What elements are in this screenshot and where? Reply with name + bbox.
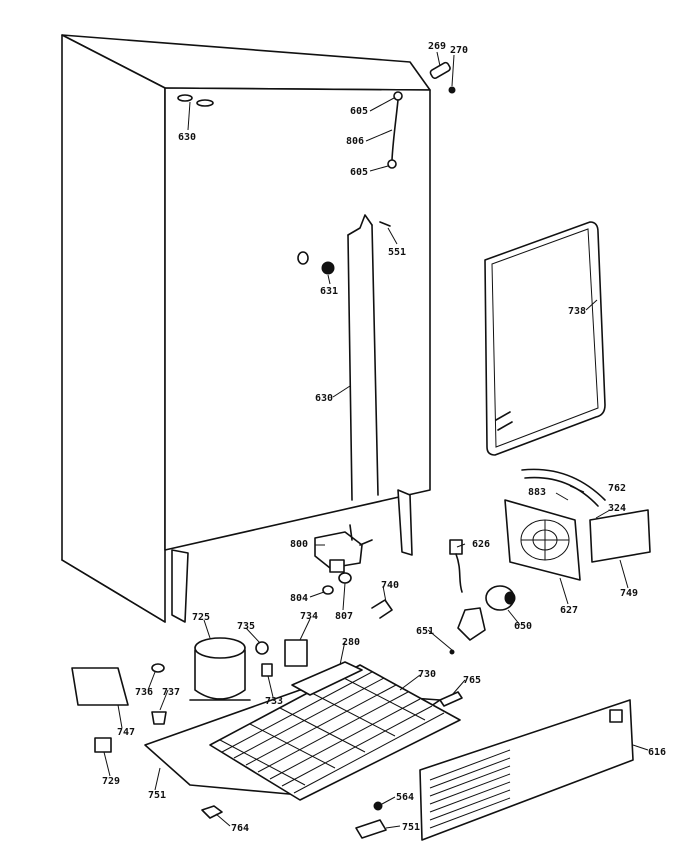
label-804: 804 [290, 593, 308, 604]
label-616: 616 [648, 747, 666, 758]
fan-shroud-627 [504, 499, 581, 581]
label-605-top: 605 [350, 106, 368, 117]
fan-blade-651 [449, 607, 486, 655]
label-650: 650 [514, 621, 532, 632]
screw-564 [373, 801, 383, 811]
label-736: 736 [135, 687, 153, 698]
label-626: 626 [472, 539, 490, 550]
leader-lines [103, 51, 649, 829]
label-734: 734 [300, 611, 318, 622]
label-551: 551 [388, 247, 406, 258]
label-883: 883 [528, 487, 546, 498]
bracket-765 [439, 691, 463, 707]
label-725: 725 [192, 612, 210, 623]
clamp-269-270 [429, 61, 456, 94]
capacitor-729 [94, 737, 112, 753]
label-729: 729 [102, 776, 120, 787]
label-751-left: 751 [148, 790, 166, 801]
bracket-280 [291, 661, 363, 696]
label-630-mid: 630 [315, 393, 333, 404]
relay-parts-735-733 [255, 641, 273, 677]
label-564: 564 [396, 792, 414, 803]
cabinet [61, 34, 431, 623]
label-765: 765 [463, 675, 481, 686]
label-749: 749 [620, 588, 638, 599]
grille-616 [419, 699, 634, 841]
label-800: 800 [290, 539, 308, 550]
label-630-top: 630 [178, 132, 196, 143]
label-735: 735 [237, 621, 255, 632]
tubing-806 [387, 91, 403, 169]
label-737: 737 [162, 687, 180, 698]
label-270: 270 [450, 45, 468, 56]
label-627: 627 [560, 605, 578, 616]
label-651: 651 [416, 626, 434, 637]
cover-749 [589, 509, 651, 563]
label-324: 324 [608, 503, 626, 514]
label-747: 747 [117, 727, 135, 738]
cord-626 [449, 539, 463, 593]
label-740: 740 [381, 580, 399, 591]
part-labels: 269 270 605 806 605 630 551 631 738 630 … [102, 41, 666, 834]
label-762: 762 [608, 483, 626, 494]
gasket-738 [484, 221, 606, 456]
label-269: 269 [428, 41, 446, 52]
label-730: 730 [418, 669, 436, 680]
screw-551 [379, 221, 391, 227]
label-764: 764 [231, 823, 249, 834]
clip-751 [355, 819, 387, 839]
bracket-740 [371, 599, 393, 619]
valve-parts-804-807 [322, 572, 352, 595]
shield-747 [71, 667, 129, 706]
compressor-725 [189, 637, 251, 701]
condenser-730 [209, 664, 461, 801]
label-733: 733 [265, 696, 283, 707]
label-631: 631 [320, 286, 338, 297]
fan-motor-650 [485, 585, 516, 611]
clip-764 [201, 805, 223, 819]
mount-630 [177, 94, 214, 107]
label-806: 806 [346, 136, 364, 147]
tube-762 [521, 468, 606, 507]
water-valve-800 [314, 524, 373, 573]
label-807: 807 [335, 611, 353, 622]
overload-736-737 [151, 663, 167, 725]
label-751-bottom: 751 [402, 822, 420, 833]
relay-734 [284, 639, 308, 667]
label-605-bottom: 605 [350, 167, 368, 178]
grommet-631 [297, 251, 335, 275]
label-280: 280 [342, 637, 360, 648]
label-738: 738 [568, 306, 586, 317]
